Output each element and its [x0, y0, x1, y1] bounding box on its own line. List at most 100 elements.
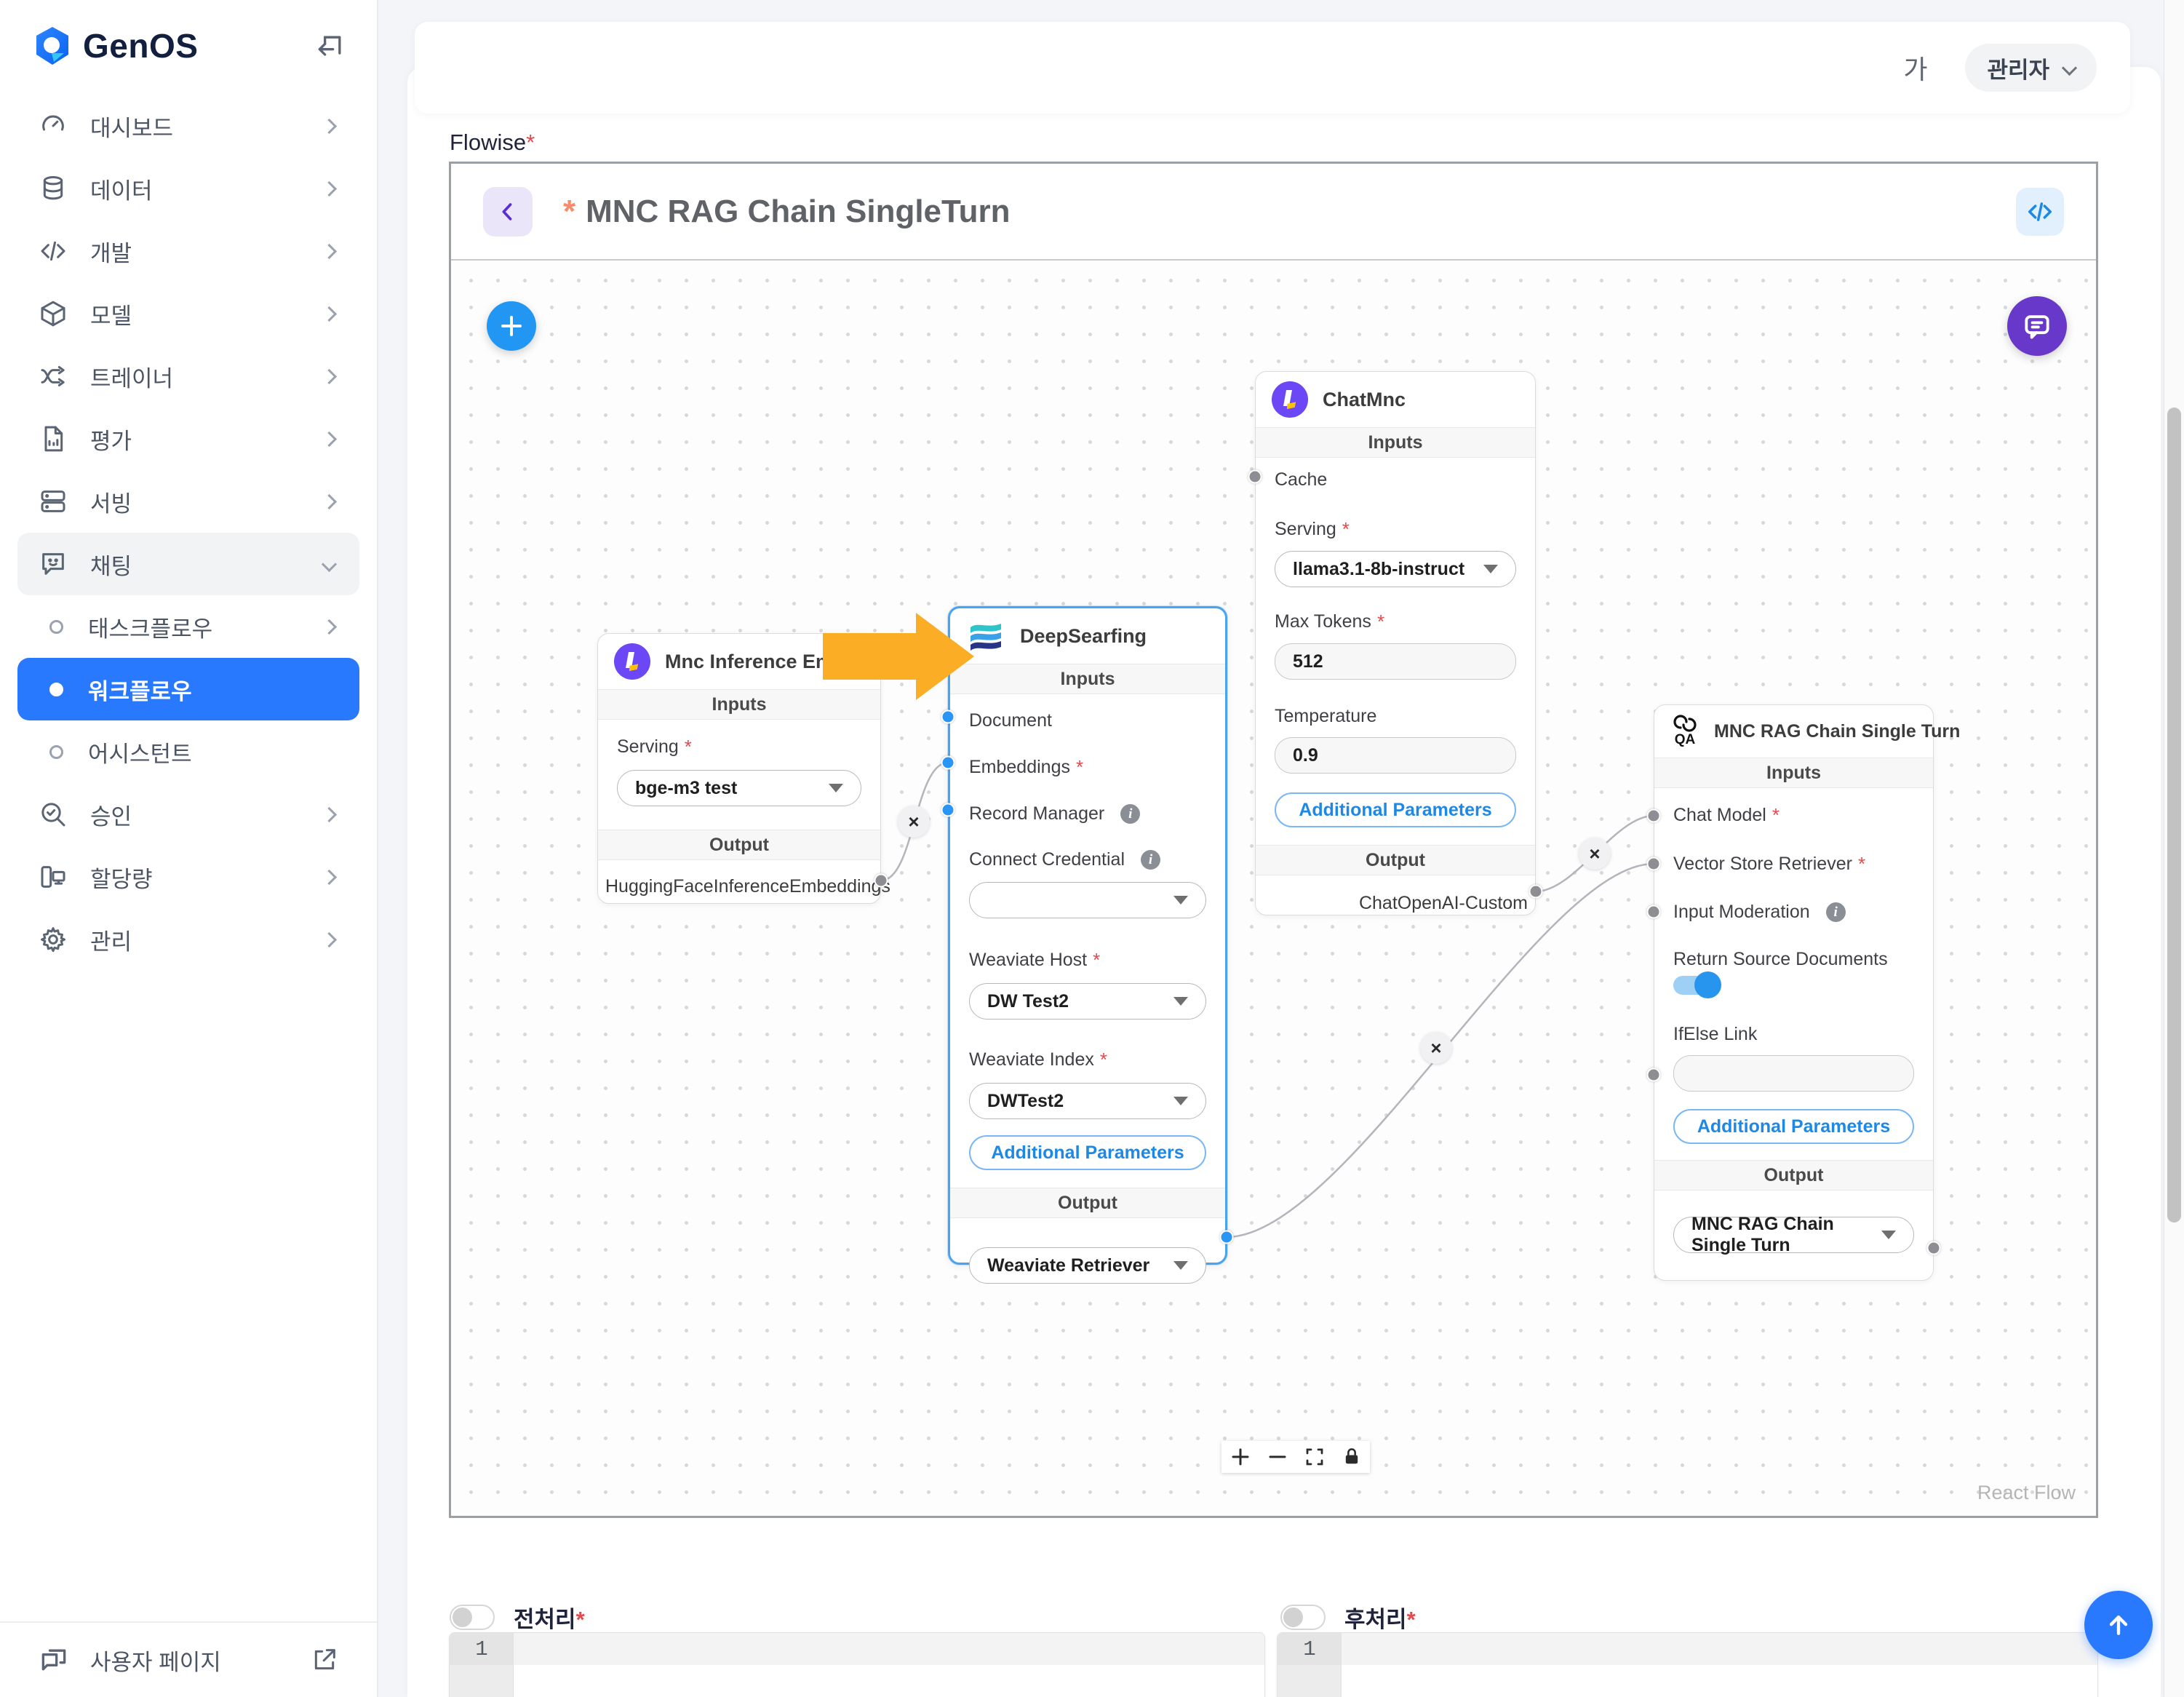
node-mnc-inference-embeddings[interactable]: Mnc Inference Embeddings Inputs Serving*… [597, 633, 920, 904]
weaviate-index-select[interactable]: DWTest2 [969, 1083, 1206, 1119]
add-node-button[interactable] [487, 301, 536, 351]
node-header: Mnc Inference Embeddings [598, 634, 920, 689]
chat-test-button[interactable] [2007, 296, 2067, 356]
sidebar-collapse-button[interactable] [310, 26, 351, 67]
preprocess-code-editor[interactable]: 1 [449, 1632, 1265, 1697]
max-tokens-field-label: Max Tokens* [1275, 611, 1385, 632]
sidebar-item-model[interactable]: 모델 [17, 282, 359, 345]
serving-select[interactable]: llama3.1-8b-instruct [1275, 551, 1516, 587]
node-mnc-rag-chain[interactable]: QA MNC RAG Chain Single Turn Inputs Chat… [1654, 704, 1960, 1281]
sidebar-item-label: 사용자 페이지 [90, 1649, 221, 1675]
chevron-right-icon [321, 243, 338, 259]
caret-down-icon [1173, 896, 1188, 905]
ifelse-link-input[interactable] [1673, 1055, 1914, 1092]
input-handle-embeddings[interactable] [941, 755, 955, 770]
output-select[interactable]: MNC RAG Chain Single Turn [1673, 1214, 1914, 1255]
report-icon [38, 424, 68, 454]
output-select[interactable]: Weaviate Retriever [969, 1247, 1206, 1284]
reactflow-canvas[interactable]: × × × Mnc Inference Embeddings Inputs [451, 261, 2096, 1516]
weaviate-index-field-label: Weaviate Index* [969, 1049, 1107, 1070]
qa-chain-icon: QA [1670, 715, 1699, 748]
external-link-icon [314, 1649, 335, 1670]
zoom-out-button[interactable] [1259, 1441, 1296, 1473]
lock-button[interactable] [1333, 1441, 1370, 1473]
caret-down-icon [1881, 1231, 1896, 1239]
gear-icon [38, 924, 68, 955]
edge-delete-button[interactable]: × [1579, 838, 1611, 870]
cube-icon [38, 298, 68, 329]
input-handle-vector-store[interactable] [1646, 857, 1661, 871]
additional-parameters-button[interactable]: Additional Parameters [1673, 1109, 1914, 1144]
sidebar-item-dashboard[interactable]: 대시보드 [17, 95, 359, 157]
output-handle[interactable] [874, 873, 888, 888]
page-scrollbar[interactable] [2164, 0, 2184, 1697]
fit-view-button[interactable] [1296, 1441, 1333, 1473]
sidebar-item-evaluation[interactable]: 평가 [17, 408, 359, 470]
line-number: 1 [450, 1633, 514, 1665]
max-tokens-input[interactable]: 512 [1275, 643, 1516, 680]
zoom-in-button[interactable] [1221, 1441, 1259, 1473]
back-button[interactable] [483, 186, 533, 237]
weaviate-host-select[interactable]: DW Test2 [969, 983, 1206, 1020]
connect-credential-select[interactable] [969, 882, 1206, 918]
input-handle-chat-model[interactable] [1646, 808, 1661, 823]
chevron-left-icon [502, 202, 512, 220]
input-handle-document[interactable] [941, 710, 955, 724]
output-value: HuggingFaceInferenceEmbeddings [605, 876, 890, 897]
input-handle-cache[interactable] [1248, 469, 1262, 484]
postprocess-code-editor[interactable]: 1 [1277, 1632, 2098, 1697]
input-handle-ifelse[interactable] [1646, 1068, 1661, 1082]
chat-bubbles-icon [38, 1644, 70, 1676]
caret-down-icon [1173, 1261, 1188, 1270]
scroll-to-top-button[interactable] [2084, 1591, 2153, 1659]
inputs-section-header: Inputs [598, 689, 880, 720]
profile-dropdown[interactable]: 관리자 [1965, 44, 2097, 92]
sidebar-menu: 대시보드 데이터 개발 모델 트레이너 평가 [17, 95, 359, 971]
output-handle[interactable] [1529, 884, 1543, 899]
sidebar-item-trainer[interactable]: 트레이너 [17, 345, 359, 408]
info-icon[interactable]: i [1825, 902, 1846, 922]
node-deepsearfing[interactable]: DeepSearfing Inputs Document Embeddings*… [948, 606, 1227, 1284]
caret-down-icon [829, 784, 843, 792]
serving-select[interactable]: bge-m3 test [617, 770, 861, 806]
postprocess-toggle[interactable] [1280, 1605, 1326, 1630]
radio-selected-icon [49, 682, 63, 696]
sidebar-item-data[interactable]: 데이터 [17, 157, 359, 220]
sidebar-item-assistant[interactable]: 어시스턴트 [17, 720, 359, 783]
sidebar-item-workflow[interactable]: 워크플로우 [17, 658, 359, 720]
input-handle-record-manager[interactable] [941, 803, 955, 817]
edge-delete-button[interactable]: × [1420, 1032, 1452, 1064]
shuffle-icon [38, 361, 68, 392]
view-code-button[interactable] [2016, 187, 2064, 236]
output-handle[interactable] [1926, 1241, 1941, 1255]
sidebar-item-admin[interactable]: 관리 [17, 908, 359, 971]
output-handle[interactable] [1219, 1230, 1234, 1244]
sidebar-item-label: 평가 [90, 428, 132, 454]
info-icon[interactable]: i [1141, 850, 1161, 870]
return-source-toggle[interactable] [1673, 971, 1721, 998]
sidebar-item-chat[interactable]: 채팅 [17, 533, 359, 595]
info-icon[interactable]: i [1120, 804, 1141, 824]
sidebar-item-approval[interactable]: 승인 [17, 783, 359, 846]
input-handle-input-moderation[interactable] [1646, 905, 1661, 919]
additional-parameters-button[interactable]: Additional Parameters [1275, 792, 1516, 827]
chevron-down-icon [2061, 60, 2078, 76]
additional-parameters-button[interactable]: Additional Parameters [969, 1135, 1206, 1170]
sidebar-item-quota[interactable]: 할당량 [17, 846, 359, 908]
devices-icon [38, 862, 68, 892]
sidebar-item-user-page[interactable]: 사용자 페이지 [0, 1621, 377, 1697]
sidebar-item-serving[interactable]: 서빙 [17, 470, 359, 533]
preprocess-toggle[interactable] [450, 1605, 495, 1630]
caret-down-icon [1173, 1097, 1188, 1105]
flowise-field-label: Flowise* [450, 130, 535, 156]
font-size-button[interactable]: 가 [1903, 55, 1928, 84]
sidebar-item-develop[interactable]: 개발 [17, 220, 359, 282]
scrollbar-thumb[interactable] [2167, 408, 2181, 1223]
temperature-input[interactable]: 0.9 [1275, 737, 1516, 774]
sidebar-item-taskflow[interactable]: 태스크플로우 [17, 595, 359, 658]
code-icon [38, 236, 68, 266]
edge-delete-button[interactable]: × [898, 806, 930, 838]
output-section-header: Output [1256, 845, 1535, 875]
node-chatmnc[interactable]: ChatMnc Inputs Cache Serving* llama3.1-8… [1255, 371, 1536, 915]
